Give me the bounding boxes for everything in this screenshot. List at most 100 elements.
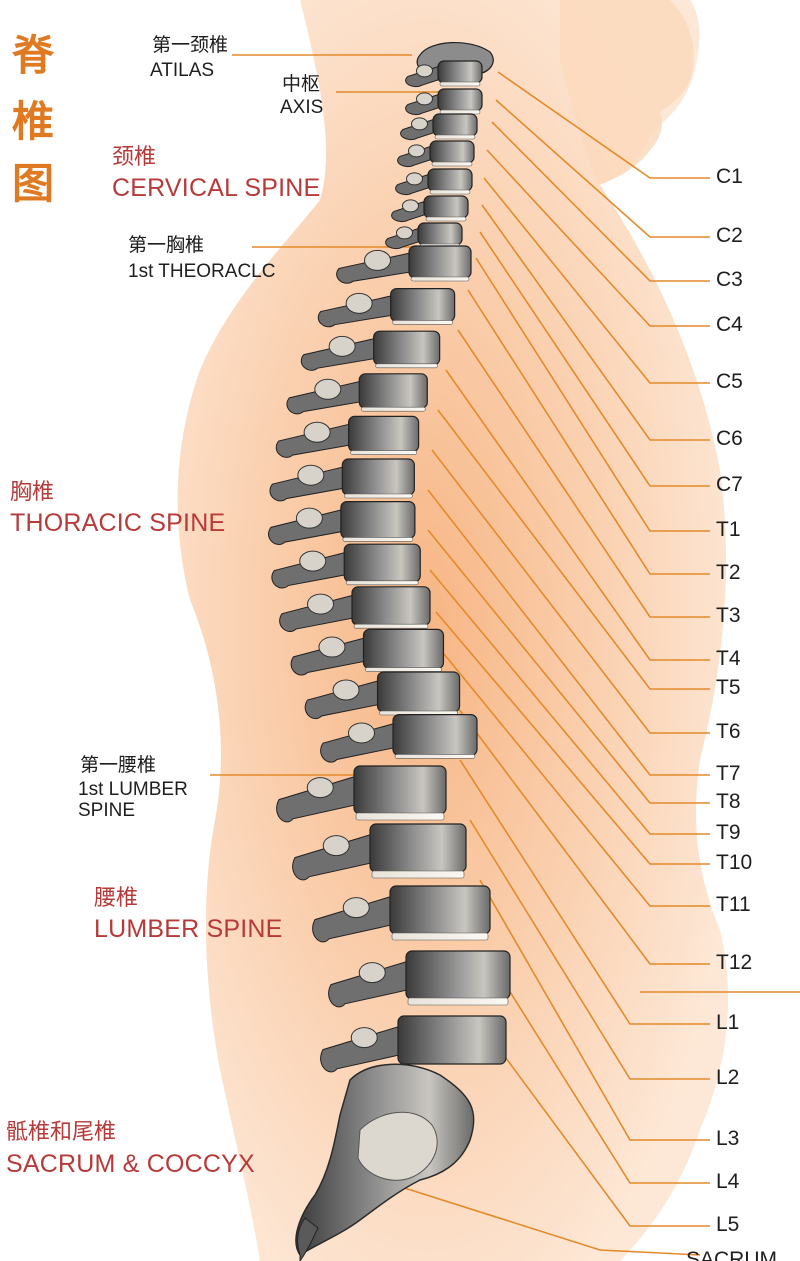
intervertebral-disc-13 [342,537,414,542]
leader-c7 [479,231,710,487]
vertebra-label-c3: C3 [716,268,743,291]
facet-knob-17 [332,679,360,701]
vertebra-16 [290,628,445,676]
intervertebral-disc-11 [350,450,417,455]
vertebra-3 [397,140,475,168]
vertebra-13 [268,501,416,545]
vertebral-body-1 [437,88,483,112]
spinous-process-20 [292,832,375,881]
vertebral-body-9 [373,330,441,366]
vertebra-9 [300,330,441,371]
facet-knob-2 [411,117,428,131]
facet-knob-8 [345,292,373,314]
first-lumbar-cn-label: 第一腰椎 [80,755,157,776]
vertebral-body-15 [351,586,431,626]
leader-t7 [427,489,710,776]
leader-l1 [459,759,710,1025]
intervertebral-disc-18 [394,754,476,759]
facet-knob-5 [402,199,419,213]
intervertebral-disc-16 [365,667,442,672]
vertebra-19 [276,765,447,823]
vertebral-body-22 [405,950,511,1000]
leader-t10 [435,611,710,865]
intervertebral-disc-0 [439,81,481,87]
cervical-en-label: CERVICAL SPINE [112,174,321,202]
facet-knob-18 [348,722,375,744]
facet-knob-12 [297,464,325,486]
leader-c4 [486,149,710,327]
vertebra-label-t1: T1 [716,518,741,541]
vertebral-body-14 [343,543,421,583]
vertebral-body-0 [437,60,483,84]
intervertebral-disc-12 [344,493,413,499]
vertebra-label-t9: T9 [716,821,741,844]
spinous-process-23 [320,1024,403,1073]
vertebral-body-21 [389,885,491,935]
vertebra-0 [405,60,483,88]
vertebra-20 [292,823,467,881]
leader-c3 [491,121,710,282]
spine-column [268,42,511,1073]
vertebral-body-20 [369,823,467,873]
sacrum-bottom-leader [394,1184,701,1256]
vertebra-label-t2: T2 [716,561,741,584]
vertebra-leader-lines [394,71,800,1256]
vertebra-label-t7: T7 [716,762,741,785]
vertebra-12 [269,458,415,502]
vertebral-body-4 [427,168,473,192]
intervertebral-disc-21 [391,932,489,941]
vertebra-label-t8: T8 [716,790,741,813]
vertebra-17 [304,671,461,720]
vertebra-4 [395,168,473,196]
vertebral-body-16 [362,628,445,670]
vertebral-body-7 [408,245,472,279]
sacrum-cn-label: 骶椎和尾椎 [6,1119,117,1144]
intervertebral-disc-10 [360,406,426,412]
intervertebral-disc-2 [434,134,476,140]
vertebra-label-c7: C7 [716,473,743,496]
intervertebral-disc-5 [425,216,467,222]
coccyx-bone [297,1217,319,1261]
vertebra-label-c6: C6 [716,427,743,450]
facet-knob-13 [295,507,323,529]
title-char-2: 椎 [11,97,54,146]
facet-knob-7 [364,249,391,271]
vertebra-7 [336,245,472,284]
facet-knob-22 [358,962,386,984]
first-thoracic-cn-label: 第一胸椎 [128,235,205,256]
axis-cn-label: 中枢 [282,74,321,95]
facet-knob-21 [342,897,370,919]
vertebra-10 [286,373,428,415]
vertebra-label-t3: T3 [716,604,741,627]
leader-t3 [457,329,710,618]
spinous-process-21 [312,894,395,943]
vertebra-8 [317,288,456,328]
first-thoracic-en-label: 1st THEORACLC [128,261,276,282]
vertebral-body-5 [423,195,469,219]
atlas-cn-label: 第一颈椎 [152,35,229,56]
first-lumbar-en-label: 1st LUMBER SPINE [78,779,188,821]
vertebra-label-l3: L3 [716,1127,740,1150]
intervertebral-disc-3 [431,161,473,167]
thoracic-en-label: THORACIC SPINE [10,509,226,537]
facet-knob-6 [396,226,413,240]
facet-knob-0 [416,64,433,78]
landmark-leader-lines [210,54,444,776]
facet-knob-23 [350,1027,378,1049]
facet-knob-19 [306,777,334,799]
leader-c1 [497,71,710,179]
vertebral-body-18 [392,713,478,756]
leader-t9 [429,569,710,835]
vertebra-label-t10: T10 [716,851,753,874]
thoracic-cn-label: 胸椎 [10,479,55,504]
intervertebral-disc-4 [429,189,471,195]
facet-knob-3 [408,144,425,158]
leader-c5 [483,177,710,384]
cervical-cn-label: 颈椎 [112,144,157,169]
atlas-en-label: ATILAS [150,60,215,81]
vertebra-label-l4: L4 [716,1170,740,1193]
intervertebral-disc-7 [410,276,470,282]
title-char-3: 图 [11,159,54,208]
intervertebral-disc-19 [355,812,445,821]
vertebra-2 [400,113,478,141]
